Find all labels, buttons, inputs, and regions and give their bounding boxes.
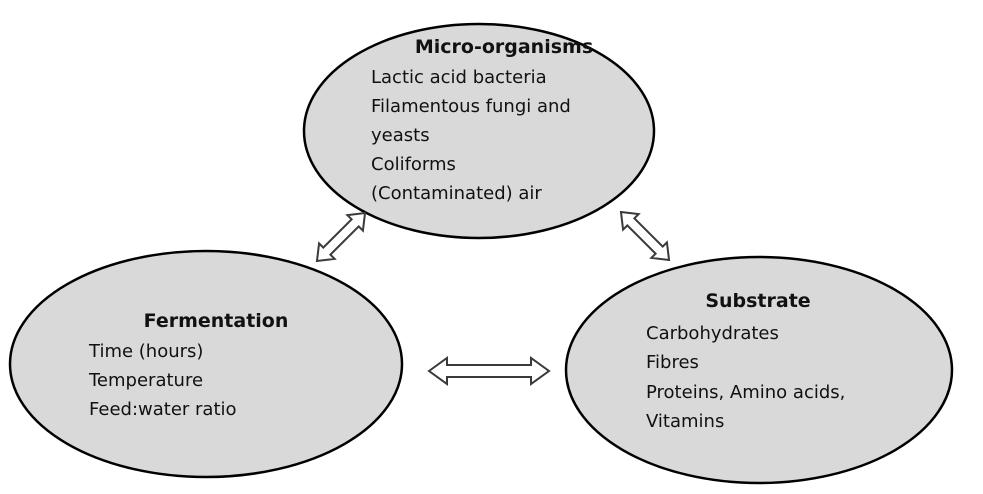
edge-fermentation-substrate bbox=[427, 356, 551, 386]
node-microorganisms-item: yeasts bbox=[371, 125, 430, 146]
edge-microorganisms-substrate bbox=[619, 210, 671, 262]
node-microorganisms: Micro-organisms Lactic acid bacteria Fil… bbox=[302, 22, 656, 240]
node-microorganisms-item: Coliforms bbox=[371, 154, 456, 175]
edge-microorganisms-fermentation bbox=[315, 211, 367, 263]
node-substrate-shape bbox=[564, 255, 954, 485]
node-microorganisms-item: Filamentous fungi and bbox=[371, 96, 571, 117]
double-arrow-icon bbox=[427, 356, 551, 386]
node-microorganisms-shape bbox=[302, 22, 656, 240]
node-substrate-item: Carbohydrates bbox=[646, 323, 779, 344]
node-fermentation-item: Feed:water ratio bbox=[89, 399, 237, 420]
node-substrate-title: Substrate bbox=[705, 290, 810, 312]
node-fermentation-title: Fermentation bbox=[144, 310, 289, 332]
node-microorganisms-item: Lactic acid bacteria bbox=[371, 67, 547, 88]
node-substrate: Substrate Carbohydrates Fibres Proteins,… bbox=[564, 255, 954, 485]
node-microorganisms-item: (Contaminated) air bbox=[371, 183, 542, 204]
node-fermentation-item: Time (hours) bbox=[88, 341, 203, 362]
node-substrate-item: Vitamins bbox=[646, 411, 724, 432]
node-microorganisms-title: Micro-organisms bbox=[415, 36, 593, 58]
node-fermentation: Fermentation Time (hours) Temperature Fe… bbox=[8, 249, 404, 479]
node-fermentation-item: Temperature bbox=[88, 370, 203, 391]
double-arrow-icon bbox=[315, 211, 367, 263]
node-substrate-item: Proteins, Amino acids, bbox=[646, 382, 845, 403]
double-arrow-icon bbox=[619, 210, 671, 262]
node-substrate-item: Fibres bbox=[646, 352, 699, 373]
node-fermentation-shape bbox=[8, 249, 404, 479]
